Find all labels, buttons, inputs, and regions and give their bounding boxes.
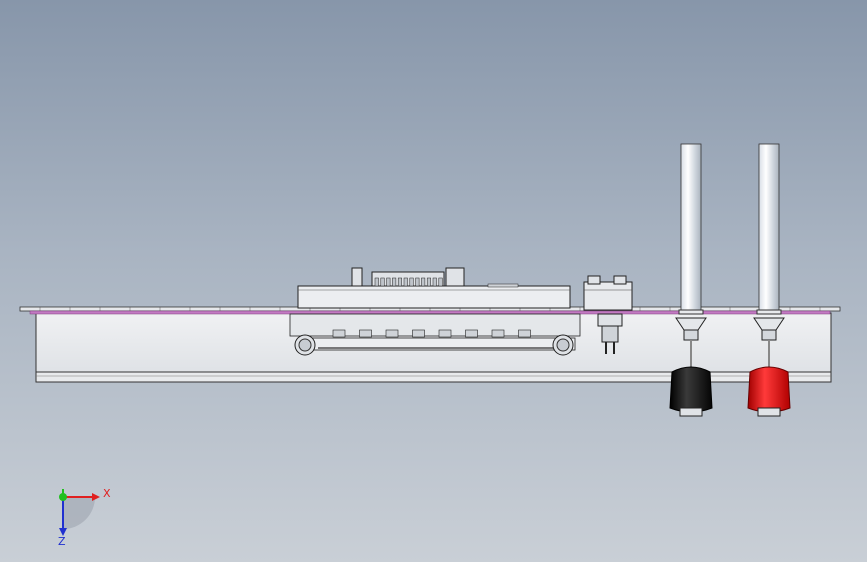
led-cell: [518, 329, 531, 338]
header-pin: [403, 277, 408, 287]
terminal-post-black[interactable]: [669, 143, 713, 417]
header-pin: [409, 277, 414, 287]
led-cell: [332, 329, 346, 338]
header-pin: [432, 277, 437, 287]
led-cell: [385, 329, 399, 338]
header-pin: [392, 277, 397, 287]
main-connector-block[interactable]: [289, 267, 581, 356]
terminal-post-red[interactable]: [747, 143, 791, 417]
axis-triad[interactable]: X Z: [58, 487, 111, 548]
screw-left: [294, 334, 316, 356]
header-pin: [386, 277, 391, 287]
led-cell: [412, 329, 425, 338]
header-pin: [421, 277, 426, 287]
led-cell: [438, 329, 452, 338]
header-pin: [426, 277, 431, 287]
header-pin: [438, 277, 443, 287]
y-axis-dot-icon: [59, 493, 67, 501]
led-cell: [465, 329, 478, 338]
led-row: [332, 329, 531, 338]
header-pin: [415, 277, 420, 287]
screw-right: [552, 334, 574, 356]
x-arrow-icon: [92, 493, 100, 501]
led-cell: [359, 329, 372, 338]
z-axis-label: Z: [58, 535, 66, 548]
triad-plane: [63, 497, 95, 529]
led-cell: [491, 329, 505, 338]
header-pin: [380, 277, 385, 287]
header-pin: [374, 277, 379, 287]
pin-header: [374, 277, 443, 287]
header-pin: [397, 277, 402, 287]
z-arrow-icon: [59, 528, 67, 536]
potentiometer[interactable]: [583, 275, 633, 354]
x-axis-label: X: [103, 487, 111, 500]
